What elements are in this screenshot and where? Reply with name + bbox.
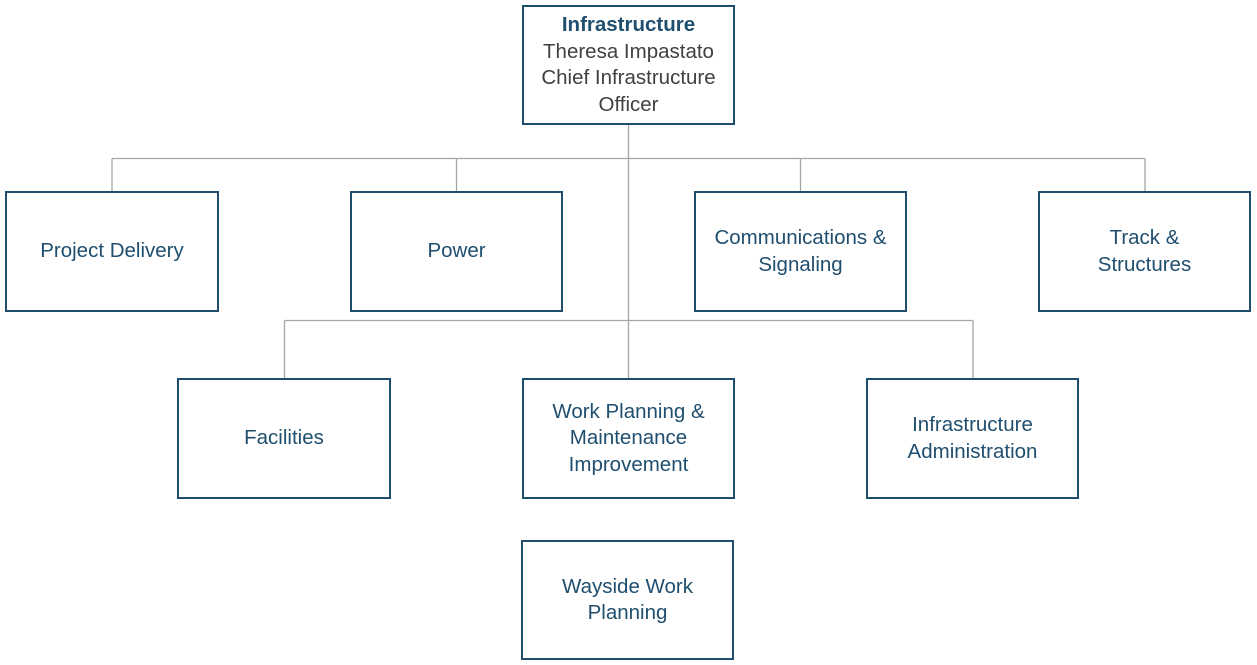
org-box-communications-signaling: Communications & Signaling	[694, 191, 907, 312]
org-box-label-line1: Communications &	[714, 226, 887, 249]
person-name: Theresa Impastato	[543, 39, 714, 63]
org-box-label: Project Delivery	[40, 239, 184, 263]
org-box-label: Power	[427, 239, 486, 263]
org-box-project-delivery: Project Delivery	[5, 191, 219, 312]
org-box-label-line2: Administration	[907, 439, 1038, 463]
org-box-facilities: Facilities	[177, 378, 391, 499]
org-box-label-line3: Improvement	[568, 452, 689, 476]
org-box-label: Facilities	[244, 426, 324, 450]
org-box-work-planning-maintenance: Work Planning & Maintenance Improvement	[522, 378, 735, 499]
org-box-label-line1: Wayside Work	[562, 574, 693, 598]
org-box-label-line2: Maintenance	[569, 426, 688, 450]
org-box-label-line1: Track &	[1109, 226, 1180, 249]
org-box-infrastructure-chief: Infrastructure Theresa Impastato Chief I…	[522, 5, 735, 125]
org-box-infrastructure-administration: Infrastructure Administration	[866, 378, 1079, 499]
org-box-label-line2: Signaling	[758, 252, 843, 276]
person-title-line2: Officer	[598, 92, 659, 116]
org-box-label-line2: Structures	[1097, 252, 1192, 276]
org-box-wayside-work-planning: Wayside Work Planning	[521, 540, 734, 660]
org-box-track-structures: Track & Structures	[1038, 191, 1251, 312]
person-title-line1: Chief Infrastructure	[541, 66, 716, 89]
unit-title: Infrastructure	[561, 13, 696, 36]
org-box-power: Power	[350, 191, 563, 312]
org-box-label-line1: Infrastructure	[912, 413, 1033, 436]
org-box-label-line2: Planning	[587, 601, 668, 624]
org-box-label-line1: Work Planning &	[552, 399, 705, 423]
